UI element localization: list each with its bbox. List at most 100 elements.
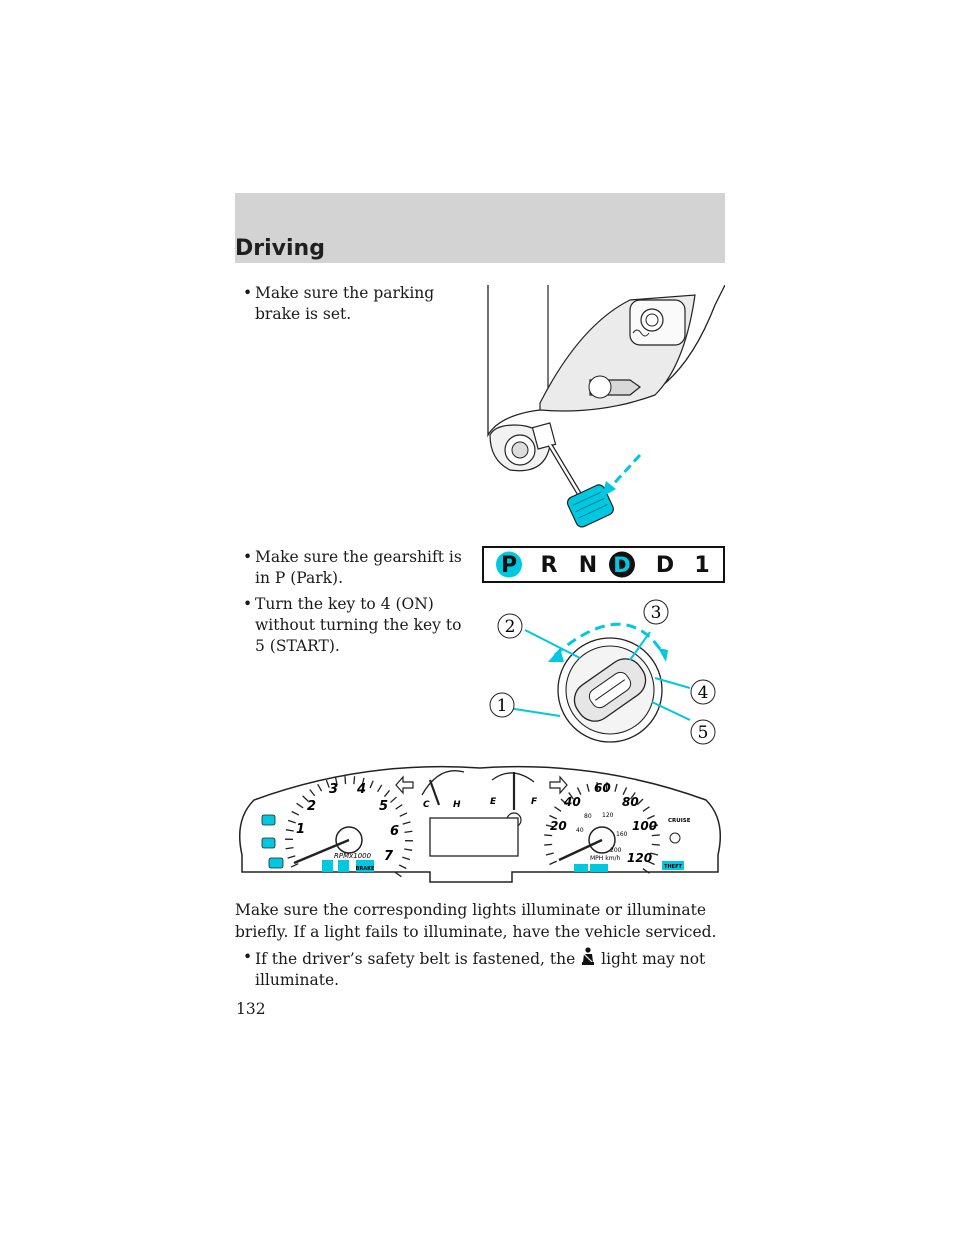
gauge-tick xyxy=(614,783,618,792)
gauge-tick xyxy=(291,810,300,816)
tach-number-7: 7 xyxy=(384,849,394,864)
gauge-tick xyxy=(568,792,574,800)
gear-highlight-park xyxy=(496,551,522,578)
parking-brake-illustration xyxy=(487,285,725,528)
gauge-tick xyxy=(549,814,557,820)
bullet-text: Turn the key to 4 (ON) without turning t… xyxy=(255,595,462,655)
speed-mph-40: 40 xyxy=(563,795,581,809)
page-number: 132 xyxy=(236,1000,266,1018)
gauge-tick xyxy=(369,780,374,789)
gauge-tick xyxy=(287,855,296,859)
speed-kmh-40: 40 xyxy=(576,827,584,834)
gauge-tick xyxy=(650,852,659,856)
callout-5: 5 xyxy=(698,723,709,743)
tach-number-5: 5 xyxy=(379,799,388,814)
callout-2: 2 xyxy=(505,617,516,637)
gear-overdrive: D xyxy=(613,553,630,577)
gauge-tick xyxy=(545,824,554,828)
gauge-tick xyxy=(544,843,553,846)
right-turn-signal-icon xyxy=(549,775,568,795)
gauge-tick xyxy=(650,824,659,828)
gauge-tick xyxy=(317,783,323,792)
bullet-text: Make sure the gearshift is in P (Park). xyxy=(255,548,462,587)
speed-mph-20: 20 xyxy=(550,819,567,833)
warning-lamp-icon xyxy=(261,837,276,849)
gauge-tick xyxy=(404,848,413,851)
tachometer: 1 2 3 4 5 6 7 RPMx1000 xyxy=(284,776,414,878)
callout-4: 4 xyxy=(698,683,709,703)
bullet-symbol: • xyxy=(243,284,253,302)
ignition-switch-illustration: 2 3 4 1 5 xyxy=(489,599,716,745)
tach-number-3: 3 xyxy=(329,782,338,797)
instrument-cluster-illustration: 1 2 3 4 5 6 7 RPMx1000 BRAKE C H E F 20 … xyxy=(239,765,721,883)
gauge-tick xyxy=(647,814,655,820)
gauge-tick xyxy=(576,787,582,795)
gear-overdrive-circle xyxy=(609,551,635,578)
gauge-tick xyxy=(554,806,562,812)
gauge-tick xyxy=(544,834,553,837)
check-engine-icon xyxy=(268,857,284,869)
speed-kmh-80: 80 xyxy=(584,813,592,820)
gauge-tick xyxy=(647,860,655,866)
gear-d: D xyxy=(656,553,674,578)
fuel-full-label: F xyxy=(531,797,538,807)
tach-label: RPMx1000 xyxy=(334,852,372,860)
speed-kmh-200: 200 xyxy=(610,847,622,854)
section-header-band xyxy=(235,193,725,263)
tach-number-4: 4 xyxy=(356,782,366,797)
safety-belt-icon xyxy=(582,947,595,965)
speed-kmh-160: 160 xyxy=(616,831,628,838)
gauge-tick xyxy=(390,796,397,803)
left-turn-signal-icon xyxy=(395,775,414,795)
gauge-tick xyxy=(395,804,403,810)
gauge-tick xyxy=(383,790,391,798)
gauge-tick xyxy=(622,787,628,795)
safety-belt-lamp-icon xyxy=(322,860,333,872)
fuel-empty-label: E xyxy=(490,797,497,807)
gauge-tick xyxy=(642,868,650,874)
gauge-tick xyxy=(402,856,411,861)
gauge-tick xyxy=(560,798,568,806)
gauge-tick xyxy=(285,847,294,850)
gauge-tick xyxy=(404,830,413,833)
gauge-tick xyxy=(605,782,608,791)
gauge-tick xyxy=(290,863,299,868)
bullet-symbol: • xyxy=(243,595,253,613)
airbag-lamp-icon xyxy=(338,860,349,872)
temp-cold-label: C xyxy=(423,800,430,810)
gear-1: 1 xyxy=(694,553,709,578)
speed-units-label: MPH km/h xyxy=(590,855,621,862)
theft-label: THEFT xyxy=(664,864,682,870)
speed-mph-100: 100 xyxy=(632,819,657,833)
brake-lamp-icon xyxy=(356,860,374,872)
temp-hot-label: H xyxy=(453,800,461,810)
callout-3: 3 xyxy=(651,603,662,623)
oil-pressure-lamp-icon xyxy=(590,864,608,872)
gauge-tick xyxy=(549,860,557,866)
section-title: Driving xyxy=(235,236,325,261)
speed-mph-80: 80 xyxy=(622,795,639,809)
gauge-tick xyxy=(596,782,599,791)
gauge-tick xyxy=(361,777,365,786)
tach-number-2: 2 xyxy=(307,799,316,814)
cruise-label: CRUISE xyxy=(668,818,691,824)
bullet-text: Make sure the parking brake is set. xyxy=(255,284,435,323)
speed-kmh-120: 120 xyxy=(602,812,614,819)
gauge-tick xyxy=(630,792,636,800)
callout-1: 1 xyxy=(497,696,508,716)
gear-p: P xyxy=(501,553,517,578)
theft-lamp-icon xyxy=(662,861,684,870)
gauge-tick xyxy=(302,795,309,802)
gauge-tick xyxy=(325,779,330,788)
odometer-display xyxy=(429,817,519,857)
gauge-tick xyxy=(285,829,294,832)
speed-mph-120: 120 xyxy=(627,851,652,865)
gear-selector-indicator: P R N D D 1 xyxy=(482,546,725,583)
gauge-tick xyxy=(287,819,296,824)
gauge-tick xyxy=(296,802,304,809)
bullet-text-before: If the driver’s safety belt is fastened,… xyxy=(255,950,576,968)
bullet-symbol: • xyxy=(243,948,253,966)
gauge-tick xyxy=(334,777,338,786)
gauge-tick xyxy=(309,789,316,797)
gauge-tick xyxy=(642,806,650,812)
